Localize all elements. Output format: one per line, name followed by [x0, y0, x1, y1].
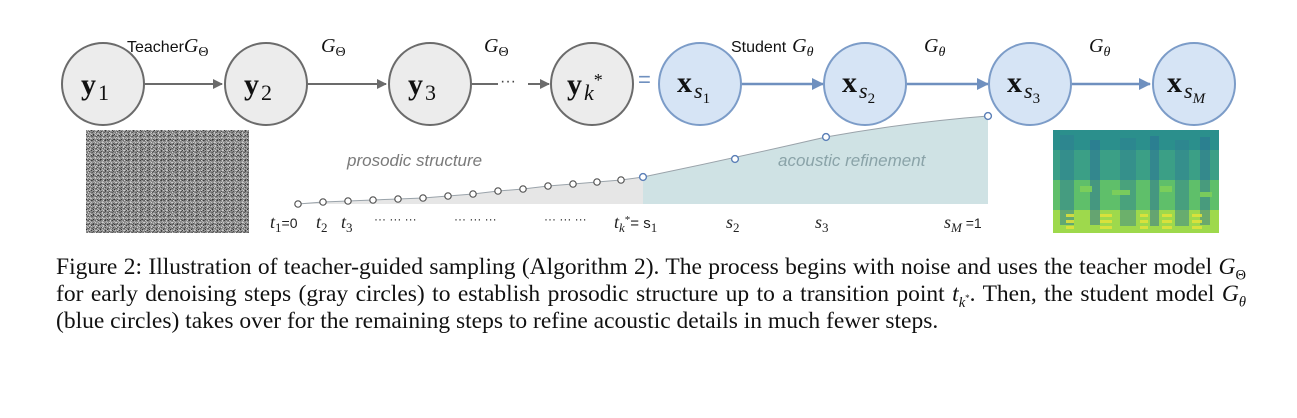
teacher-label: TeacherGΘ [127, 35, 209, 60]
label-t3: t3 [341, 212, 353, 235]
label-dots-2: ··· ··· ··· [454, 212, 497, 226]
student-symbol-3: Gθ [1089, 35, 1110, 60]
teacher-step-markers [294, 176, 625, 208]
label-dots-3: ··· ··· ··· [544, 212, 587, 226]
svg-text:xs3: xs3 [1007, 66, 1040, 107]
equals-sign: = [638, 67, 651, 92]
svg-text:y3: y3 [408, 68, 436, 105]
caption-part-2: for early denoising steps (gray circles)… [56, 281, 953, 307]
mel-spectrogram-image [1053, 130, 1219, 233]
ellipsis: ··· [500, 73, 516, 90]
noise-image [86, 130, 249, 233]
node-xs2: xs2 [823, 42, 907, 126]
caption-student-symbol: Gθ [1221, 281, 1246, 311]
caption-transition-symbol: tk* [952, 281, 970, 311]
teacher-nodes: y1 y2 y3 yk* [61, 42, 634, 126]
svg-text:yk*: yk* [567, 68, 603, 105]
student-step-markers [638, 111, 993, 182]
svg-text:xs1: xs1 [677, 66, 710, 107]
label-dots-1: ··· ··· ··· [374, 212, 417, 226]
label-s2: s2 [726, 212, 740, 235]
acoustic-refinement-label: acoustic refinement [778, 151, 927, 170]
node-y3: y3 [388, 42, 472, 126]
acoustic-region [643, 116, 988, 204]
label-tk: tk*= s1 [614, 212, 657, 235]
node-yk: yk* [550, 42, 634, 126]
node-y1-base: y [81, 68, 96, 101]
teacher-guided-sampling-figure: y1 y2 y3 yk* ··· = xs1 xs2 xs3 [61, 35, 1236, 235]
label-sm: sM =1 [944, 212, 982, 235]
node-y2: y2 [224, 42, 308, 126]
caption-part-4: (blue circles) takes over for the remain… [56, 308, 939, 334]
prosodic-region [298, 177, 643, 204]
svg-text:xs2: xs2 [842, 66, 875, 107]
label-t2: t2 [316, 212, 328, 235]
label-t1: t1=0 [270, 212, 298, 235]
node-xs3: xs3 [988, 42, 1072, 126]
prosodic-structure-label: prosodic structure [346, 151, 482, 170]
svg-text:xsM: xsM [1167, 66, 1207, 107]
node-y1: y1 [61, 42, 145, 126]
svg-text:y2: y2 [244, 68, 272, 105]
node-y1-sub: 1 [98, 80, 109, 105]
student-symbol-2: Gθ [924, 35, 945, 60]
timeline-labels: t1=0 t2 t3 ··· ··· ··· ··· ··· ··· ··· ·… [270, 212, 982, 235]
node-xsm: xsM [1152, 42, 1236, 126]
teacher-symbol-3: GΘ [484, 35, 509, 60]
figure-caption: Figure 2: Illustration of teacher-guided… [56, 254, 1246, 335]
caption-part-1: Figure 2: Illustration of teacher-guided… [56, 254, 1219, 280]
student-nodes: xs1 xs2 xs3 xsM [658, 42, 1236, 126]
label-s3: s3 [815, 212, 829, 235]
curve-line [297, 115, 989, 205]
caption-part-3: . Then, the student model [969, 281, 1222, 307]
node-xs1: xs1 [658, 42, 742, 126]
svg-text:y1: y1 [81, 68, 109, 105]
teacher-symbol-2: GΘ [321, 35, 346, 60]
caption-teacher-symbol: GΘ [1218, 254, 1246, 284]
sampling-schedule-curve: prosodic structure acoustic refinement [294, 111, 993, 208]
